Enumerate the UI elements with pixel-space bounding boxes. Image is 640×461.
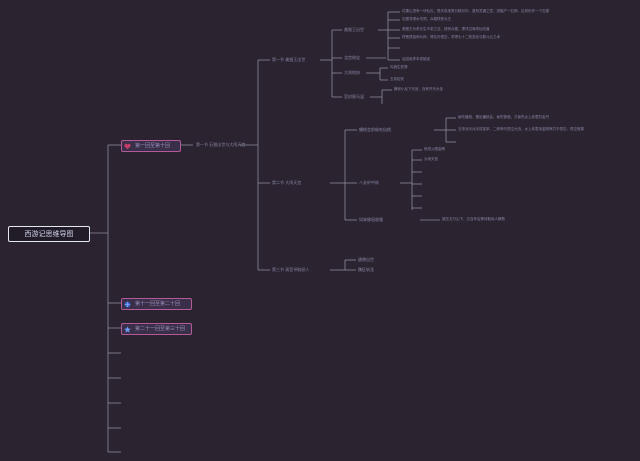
section-2-item-3[interactable]: 如来佛祖收服 bbox=[359, 217, 383, 222]
root-node[interactable]: 西游记思维导图 bbox=[8, 226, 90, 242]
section-3-label[interactable]: 第三节 观音寻取经人 bbox=[272, 267, 310, 272]
section-1-item-3[interactable]: 大闹地府 bbox=[344, 70, 360, 75]
note-text: 美猴王为求长生不老之法，辞别众猴，漂洋过海求仙访道 bbox=[402, 27, 490, 31]
note-text: 拜菩提祖师为师，得名孙悟空，学得七十二般变化与筋斗云之术 bbox=[402, 35, 500, 39]
section-1-label[interactable]: 第一节 美猴王出世 bbox=[272, 57, 306, 62]
section-2-label[interactable]: 第二节 大闹天宫 bbox=[272, 180, 302, 185]
branch-2-label: 第十一回至第二十回 bbox=[135, 300, 181, 307]
connector-lines bbox=[88, 11, 456, 453]
note-text: 被压五行山下，五百年后等待取经人解救 bbox=[442, 217, 505, 221]
note-text: 大闹天宫 bbox=[424, 157, 438, 161]
root-label: 西游记思维导图 bbox=[24, 229, 74, 238]
section-1-item-4[interactable]: 官封弼马温 bbox=[344, 94, 364, 99]
note-text: 玉帝招安 bbox=[390, 77, 404, 81]
note-text: 花果山顶有一块仙石，受天真地秀日精月华，遂有灵通之意，迸裂产一石卵，见风化作一个… bbox=[402, 9, 549, 13]
section-3-item-1[interactable]: 唐僧出世 bbox=[358, 257, 374, 262]
section-2-item-1[interactable]: 蟠桃会前偷吃仙桃 bbox=[359, 127, 391, 132]
star-icon bbox=[124, 325, 131, 333]
note-text: 石猴寻得水帘洞，众猴拜其为王 bbox=[402, 17, 451, 21]
branch-1-node[interactable]: 第一回至第十回 bbox=[121, 140, 181, 152]
branch-1-child[interactable]: 第一节 石猴出世与大闹天宫 bbox=[196, 142, 246, 147]
section-3-item-2[interactable]: 魏征斩龙 bbox=[358, 267, 374, 272]
branch-3-label: 第二十一回至第三十回 bbox=[135, 325, 186, 332]
note-text: 玉帝派天兵天将捉拿，二郎神与悟空大战，太上老君用金刚琢打中悟空，悟空被擒 bbox=[458, 127, 584, 131]
note-text: 炼成火眼金睛 bbox=[424, 147, 445, 151]
branch-2-node[interactable]: 第十一回至第二十回 bbox=[121, 298, 192, 310]
section-2-item-2[interactable]: 八卦炉中炼 bbox=[359, 180, 379, 185]
globe-icon bbox=[124, 301, 131, 308]
branch-3-node[interactable]: 第二十一回至第三十回 bbox=[121, 323, 192, 335]
note-text: 嫌官小反下天宫，自称齐天大圣 bbox=[394, 87, 443, 91]
section-1-item-1[interactable]: 美猴王出世 bbox=[344, 27, 364, 32]
note-text: 勾销生死簿 bbox=[390, 65, 408, 69]
note-text: 偷吃蟠桃，搅乱蟠桃会，偷吃御酒，又偷吃太上老君的金丹 bbox=[458, 115, 549, 119]
branch-1-label: 第一回至第十回 bbox=[135, 142, 171, 149]
section-1-item-2[interactable]: 龙宫借宝 bbox=[344, 55, 360, 60]
note-text: 后因卖弄本领被逐 bbox=[402, 57, 430, 61]
heart-icon bbox=[124, 143, 131, 150]
